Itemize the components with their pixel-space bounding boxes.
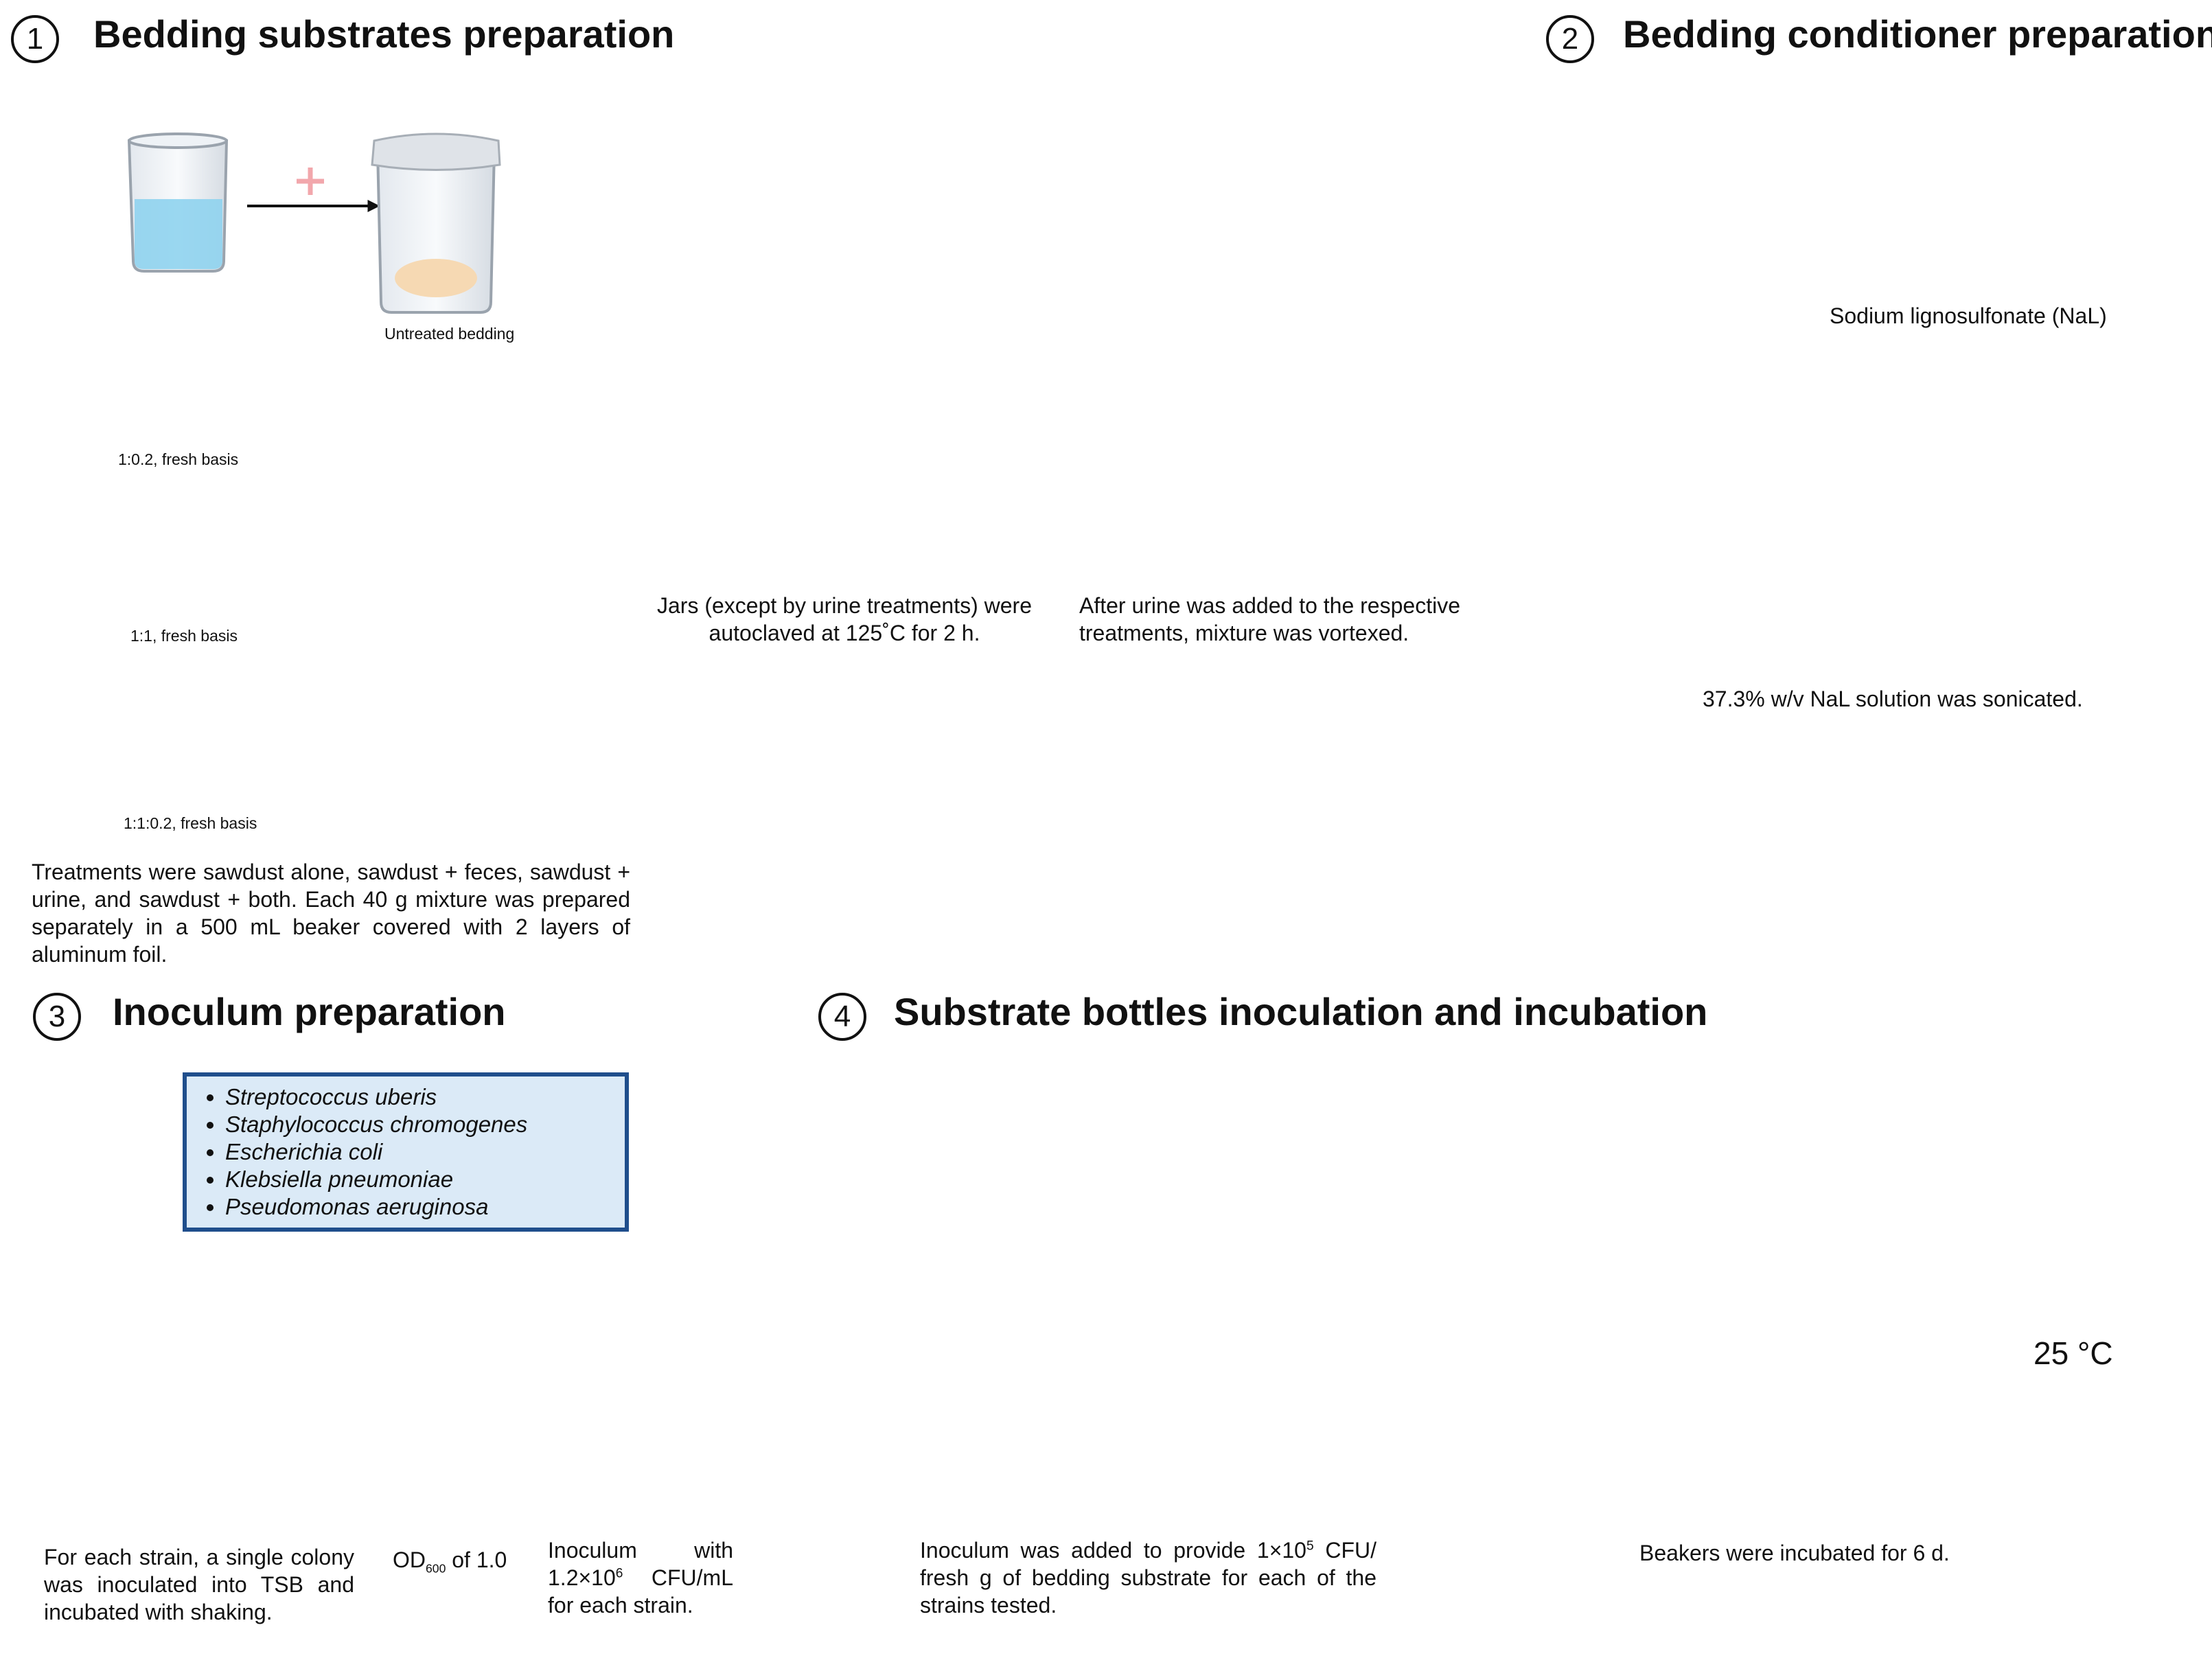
step-number-1: 1 [11, 15, 59, 63]
inoculum-caption: Inoculum with 1.2×106 CFU/mL for each st… [548, 1538, 733, 1618]
colony-caption: For each strain, a single colony was ino… [44, 1545, 354, 1624]
strain-list: Streptococcus uberisStaphylococcus chrom… [225, 1083, 625, 1221]
strain-item: Staphylococcus chromogenes [225, 1111, 625, 1138]
section-3-title: Inoculum preparation [113, 990, 506, 1033]
inoculation-caption: Inoculum was added to provide 1×105 CFU/… [920, 1538, 1376, 1618]
section-4-title: Substrate bottles inoculation and incuba… [894, 990, 1708, 1033]
section-2-title: Bedding conditioner preparation [1623, 12, 2212, 56]
sonicated-caption: 37.3% w/v NaL solution was sonicated. [1703, 687, 2083, 711]
od-caption: OD600 of 1.0 [393, 1547, 507, 1576]
untreated-bedding-beaker-icon [371, 133, 501, 314]
urine-feces-ratio-label: 1:1:0.2, fresh basis [124, 814, 257, 832]
step-number-2: 2 [1546, 15, 1594, 63]
strain-item: Klebsiella pneumoniae [225, 1166, 625, 1193]
nal-label: Sodium lignosulfonate (NaL) [1830, 303, 2107, 328]
feces-ratio-label: 1:1, fresh basis [130, 627, 238, 645]
water-beaker-icon [127, 133, 229, 273]
temperature-label: 25 °C [2034, 1335, 2113, 1371]
step-number-3: 3 [33, 993, 81, 1041]
strain-list-box: Streptococcus uberisStaphylococcus chrom… [183, 1072, 629, 1232]
section-1-title: Bedding substrates preparation [93, 12, 675, 56]
strain-item: Streptococcus uberis [225, 1083, 625, 1111]
vortex-caption: After urine was added to the respective … [1079, 593, 1460, 645]
strain-item: Pseudomonas aeruginosa [225, 1193, 625, 1221]
autoclave-caption: Jars (except by urine treatments) were a… [657, 593, 1032, 645]
incubation-caption: Beakers were incubated for 6 d. [1639, 1541, 1950, 1565]
urine-ratio-label: 1:0.2, fresh basis [118, 450, 239, 468]
plus-icon [297, 168, 324, 195]
strain-item: Escherichia coli [225, 1138, 625, 1166]
untreated-bedding-label: Untreated bedding [384, 325, 515, 343]
treatments-caption: Treatments were sawdust alone, sawdust +… [32, 860, 630, 967]
step-number-4: 4 [818, 993, 866, 1041]
